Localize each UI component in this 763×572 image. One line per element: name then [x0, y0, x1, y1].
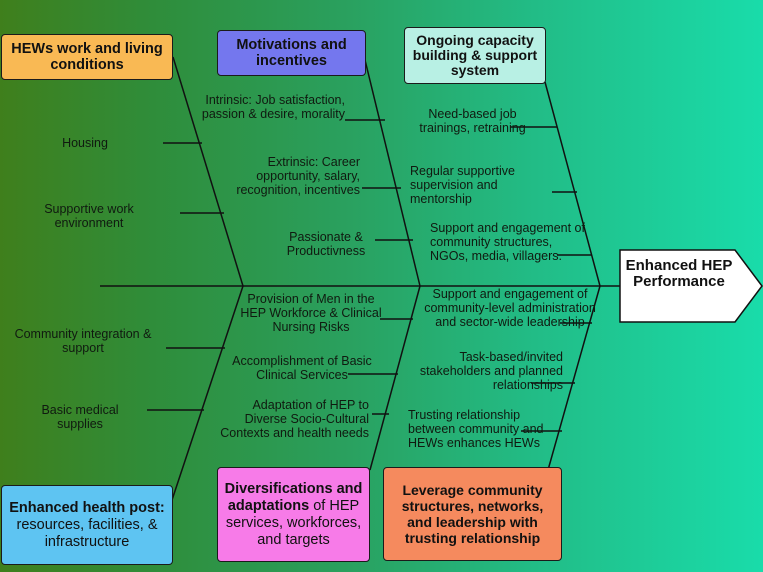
bone-health-post — [171, 285, 244, 501]
category-health-post: Enhanced health post: resources, facilit… — [1, 485, 173, 565]
bone-capacity — [544, 81, 601, 287]
cause-extrinsic: Extrinsic: Career opportunity, salary, r… — [236, 155, 360, 197]
cause-support-admin: Support and engagement of community-leve… — [424, 287, 596, 329]
category-diversifications-rest: of HEP services, workforces, and targets — [225, 497, 362, 548]
cause-supervision: Regular supportive supervision and mento… — [410, 164, 515, 206]
category-health-post-rest: resources, facilities, & infrastructure — [16, 516, 158, 550]
category-hews-label: HEWs work and living conditions — [11, 41, 163, 73]
cause-task-based: Task-based/invited stakeholders and plan… — [419, 350, 563, 392]
effect-label: Enhanced HEP Performance — [625, 257, 733, 290]
cause-housing: Housing — [62, 136, 108, 150]
cause-supportive-work: Supportive work environment — [44, 202, 134, 230]
category-leverage-label: Leverage community structures, networks,… — [401, 482, 544, 546]
category-leverage: Leverage community structures, networks,… — [383, 467, 562, 561]
bone-leverage — [547, 285, 601, 471]
category-diversifications: Diversifications and adaptations of HEP … — [217, 467, 370, 562]
category-diversifications-bold: Diversifications and adaptations — [224, 480, 363, 514]
cause-passionate: Passionate & Productivness — [286, 230, 366, 258]
category-motivations: Motivations and incentives — [217, 30, 366, 76]
cause-community-integration: Community integration & support — [14, 327, 152, 355]
category-capacity: Ongoing capacity building & support syst… — [404, 27, 546, 84]
cause-accomplishment: Accomplishment of Basic Clinical Service… — [232, 354, 372, 382]
cause-intrinsic: Intrinsic: Job satisfaction, passion & d… — [201, 93, 345, 121]
bone-diversifications — [369, 285, 421, 471]
cause-provision-men: Provision of Men in the HEP Workforce & … — [240, 292, 382, 334]
category-capacity-label: Ongoing capacity building & support syst… — [412, 32, 538, 78]
bone-hews — [172, 56, 244, 287]
cause-support-community: Support and engagement of community stru… — [430, 221, 585, 263]
category-health-post-bold: Enhanced health post: — [9, 499, 165, 516]
cause-trusting: Trusting relationship between community … — [408, 408, 544, 450]
effect-arrow-shape — [619, 249, 763, 323]
cause-adaptation: Adaptation of HEP to Diverse Socio-Cultu… — [220, 398, 369, 440]
bone-motivations — [364, 59, 421, 287]
category-motivations-label: Motivations and incentives — [236, 37, 347, 69]
cause-medical-supplies: Basic medical supplies — [41, 403, 119, 431]
category-hews: HEWs work and living conditions — [1, 34, 173, 80]
cause-need-based: Need-based job trainings, retraining — [419, 107, 526, 135]
